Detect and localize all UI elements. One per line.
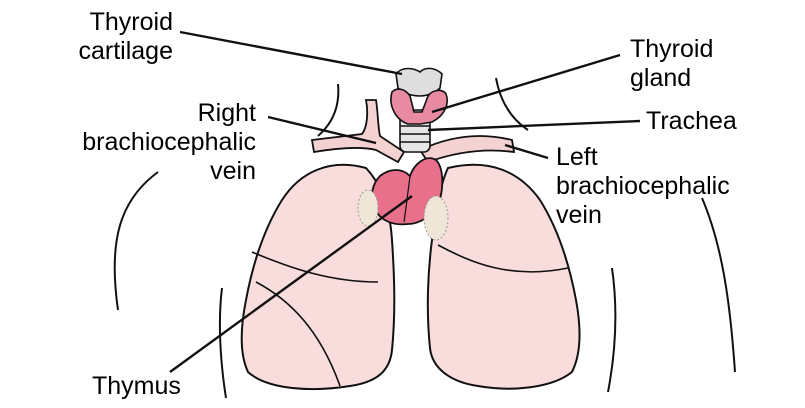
arm-line-left bbox=[220, 288, 226, 398]
label-thyroid-gland-line1: Thyroid bbox=[630, 35, 713, 64]
label-right-brachiocephalic-vein: Right brachiocephalic vein bbox=[10, 99, 256, 186]
fat-patch-left bbox=[358, 190, 378, 226]
arm-line-right bbox=[608, 268, 615, 392]
label-thyroid-gland: Thyroid gland bbox=[630, 35, 713, 93]
body-outline-left bbox=[115, 172, 158, 310]
fat-patch-right bbox=[424, 196, 448, 240]
label-left-brachiocephalic-vein-line3: vein bbox=[556, 201, 730, 230]
label-thymus: Thymus bbox=[92, 372, 181, 401]
label-left-brachiocephalic-vein: Left brachiocephalic vein bbox=[556, 143, 730, 230]
label-left-brachiocephalic-vein-line2: brachiocephalic bbox=[556, 172, 730, 201]
label-trachea: Trachea bbox=[646, 107, 737, 136]
label-thyroid-cartilage: Thyroid cartilage bbox=[28, 8, 173, 66]
neck-outline-left bbox=[318, 84, 338, 136]
label-right-brachiocephalic-vein-line2: brachiocephalic bbox=[10, 128, 256, 157]
leader-thyroid-cartilage bbox=[180, 32, 402, 74]
leader-trachea bbox=[428, 121, 640, 130]
label-left-brachiocephalic-vein-line1: Left bbox=[556, 143, 730, 172]
label-thyroid-gland-line2: gland bbox=[630, 64, 713, 93]
neck-outline-right bbox=[496, 78, 528, 130]
label-thyroid-cartilage-line1: Thyroid bbox=[28, 8, 173, 37]
label-right-brachiocephalic-vein-line3: vein bbox=[10, 157, 256, 186]
label-thyroid-cartilage-line2: cartilage bbox=[28, 37, 173, 66]
label-trachea-line1: Trachea bbox=[646, 107, 737, 136]
label-right-brachiocephalic-vein-line1: Right bbox=[10, 99, 256, 128]
label-thymus-line1: Thymus bbox=[92, 372, 181, 401]
leader-thyroid-gland bbox=[432, 55, 620, 112]
